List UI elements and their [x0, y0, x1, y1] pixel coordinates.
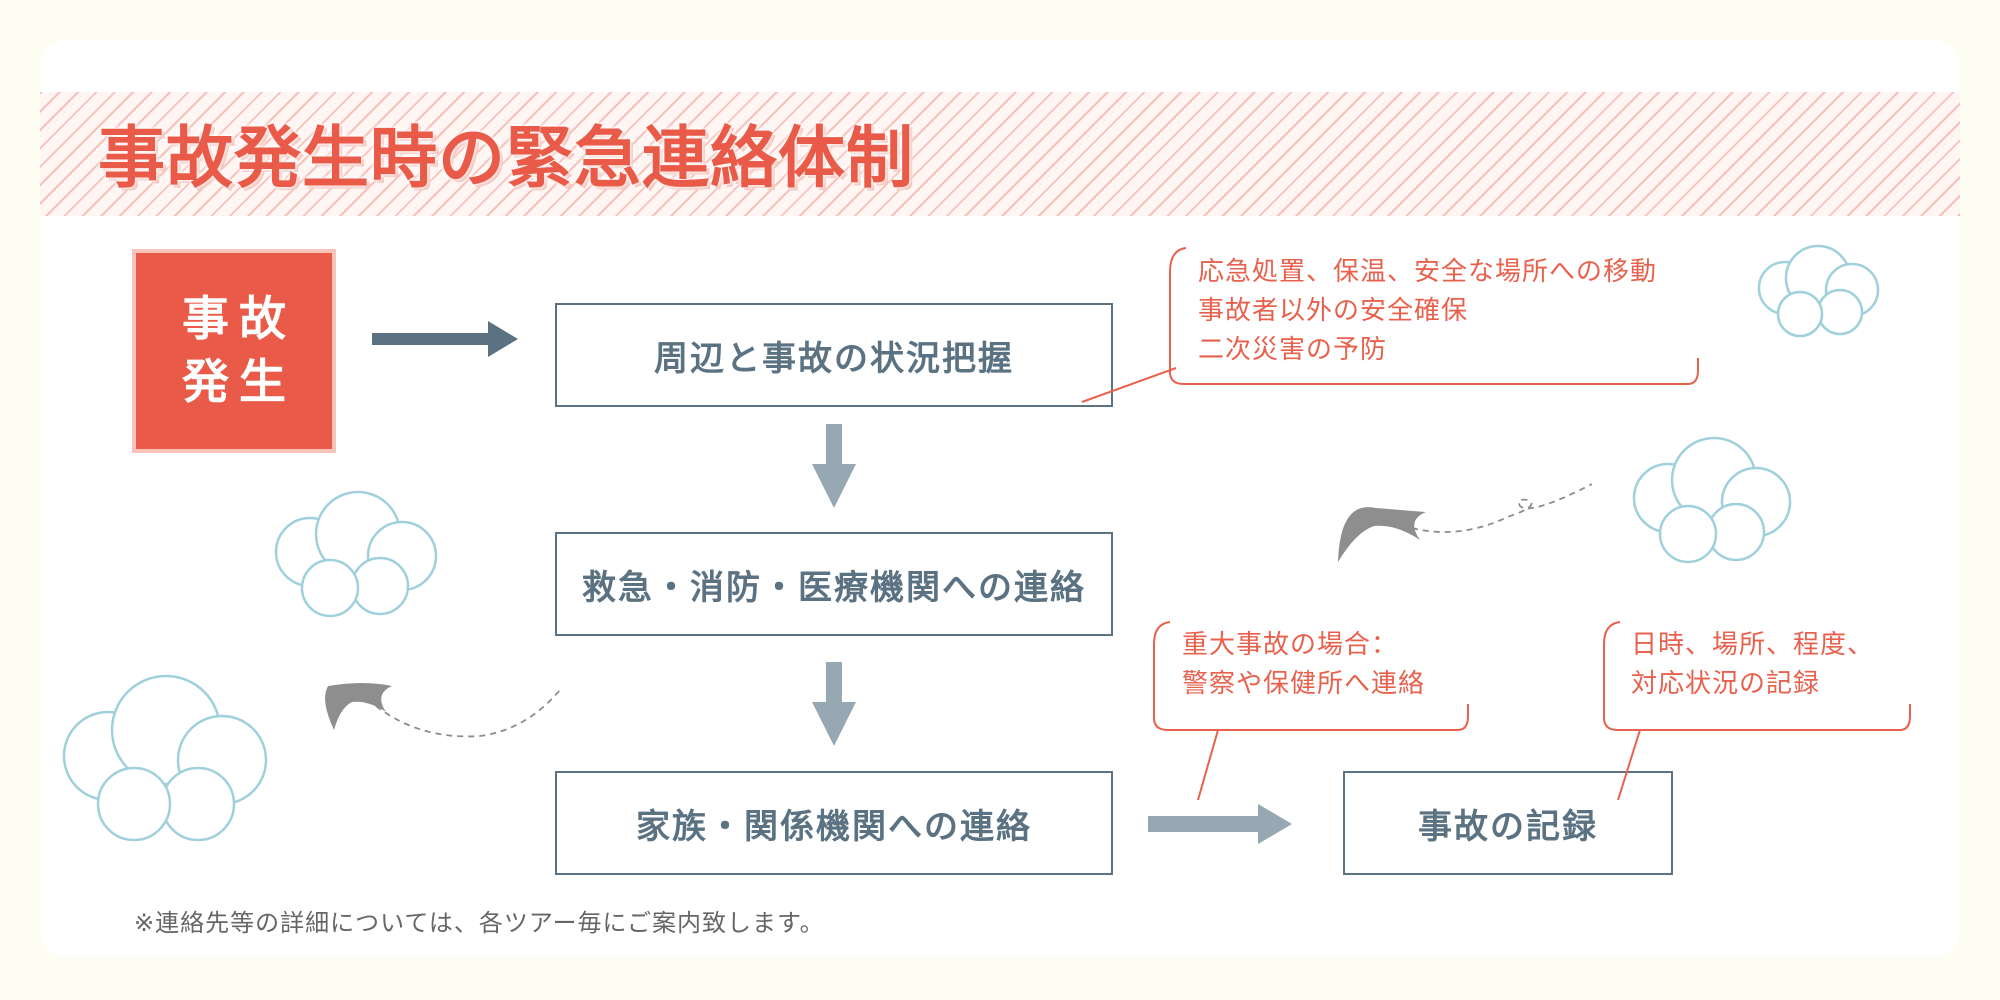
accident-origin-box: 事故 発生 — [136, 253, 332, 449]
note-serious: 重大事故の場合： 警察や保健所へ連絡 — [1182, 626, 1425, 704]
note-situation: 応急処置、保温、安全な場所への移動 事故者以外の安全確保 二次災害の予防 — [1198, 253, 1657, 370]
cloud-icon — [1757, 244, 1880, 338]
callout-situation — [1081, 247, 1699, 403]
step-emergency: 救急・消防・医療機関への連絡 — [555, 532, 1113, 636]
swallow-icon — [325, 683, 392, 730]
page-title: 事故発生時の緊急連絡体制 — [98, 119, 914, 197]
step-record: 事故の記録 — [1343, 771, 1673, 875]
note-record: 日時、場所、程度、 対応状況の記録 — [1631, 626, 1874, 704]
flight-path — [375, 689, 561, 738]
callout-record — [1603, 621, 1911, 801]
note-situation-line-3: 二次災害の予防 — [1198, 335, 1388, 365]
note-serious-line-1: 重大事故の場合： — [1182, 630, 1399, 660]
cloud-icon — [1632, 436, 1792, 564]
arrow-right-icon — [372, 321, 518, 357]
flight-path — [1411, 483, 1593, 533]
swallow-icon — [1338, 507, 1426, 562]
note-serious-line-2: 警察や保健所へ連絡 — [1182, 669, 1426, 699]
note-record-line-1: 日時、場所、程度、 — [1631, 630, 1875, 660]
callout-serious — [1153, 621, 1469, 801]
origin-line-1: 事故 — [182, 292, 296, 347]
diagram-graphics — [62, 244, 1911, 844]
step-family: 家族・関係機関への連絡 — [555, 771, 1113, 875]
diagram-card: 事故発生時の緊急連絡体制 事故 発生 周辺と事故の状況把握 救急・消防・医療機関… — [40, 40, 1960, 957]
origin-line-2: 発生 — [182, 355, 296, 410]
arrow-right-icon — [1148, 804, 1292, 844]
cloud-icon — [62, 674, 268, 842]
step-situation: 周辺と事故の状況把握 — [555, 303, 1113, 407]
footnote: ※連絡先等の詳細については、各ツアー毎にご案内致します。 — [134, 909, 825, 937]
title-band — [40, 92, 1960, 216]
note-situation-line-2: 事故者以外の安全確保 — [1198, 296, 1469, 326]
note-record-line-2: 対応状況の記録 — [1631, 669, 1821, 699]
note-situation-line-1: 応急処置、保温、安全な場所への移動 — [1198, 257, 1658, 287]
arrow-down-icon — [812, 424, 856, 508]
cloud-icon — [274, 490, 438, 618]
arrow-down-icon — [812, 662, 856, 746]
